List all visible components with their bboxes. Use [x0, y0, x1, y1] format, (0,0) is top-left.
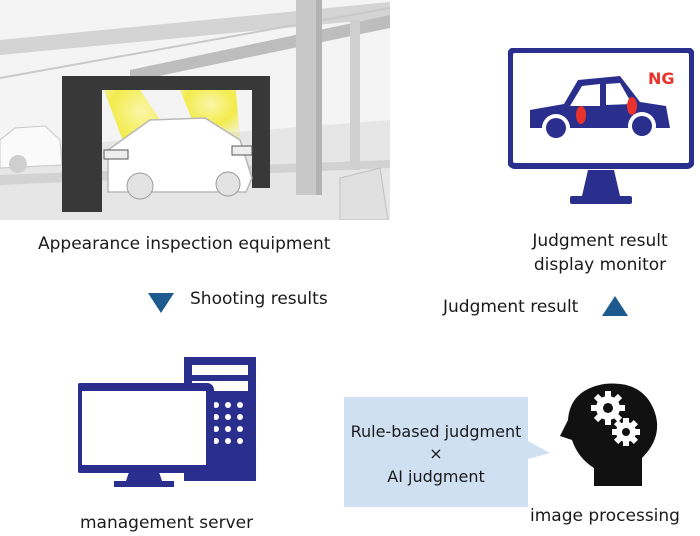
- ng-status-badge: NG: [648, 69, 675, 88]
- judgment-method-bubble: [344, 397, 550, 507]
- shooting-results-label: Shooting results: [190, 289, 328, 309]
- bubble-line-times: ×: [429, 444, 443, 463]
- monitor-label-line2: display monitor: [533, 255, 667, 275]
- image-processing-label: image processing: [530, 506, 680, 526]
- bubble-line-ai: AI judgment: [387, 467, 485, 486]
- monitor-label-line1: Judgment result: [532, 231, 668, 251]
- management-server-icon: [78, 357, 256, 487]
- head-gears-icon: [560, 383, 658, 486]
- judgment-result-label: Judgment result: [443, 297, 579, 317]
- arrow-up-icon: [602, 296, 628, 316]
- management-server-label: management server: [80, 513, 254, 533]
- equipment-label: Appearance inspection equipment: [38, 234, 331, 254]
- bubble-line-rule-based: Rule-based judgment: [350, 422, 522, 441]
- display-monitor-icon: [508, 48, 694, 204]
- arrow-down-icon: [148, 293, 174, 313]
- inspection-scene-illustration: [0, 0, 390, 220]
